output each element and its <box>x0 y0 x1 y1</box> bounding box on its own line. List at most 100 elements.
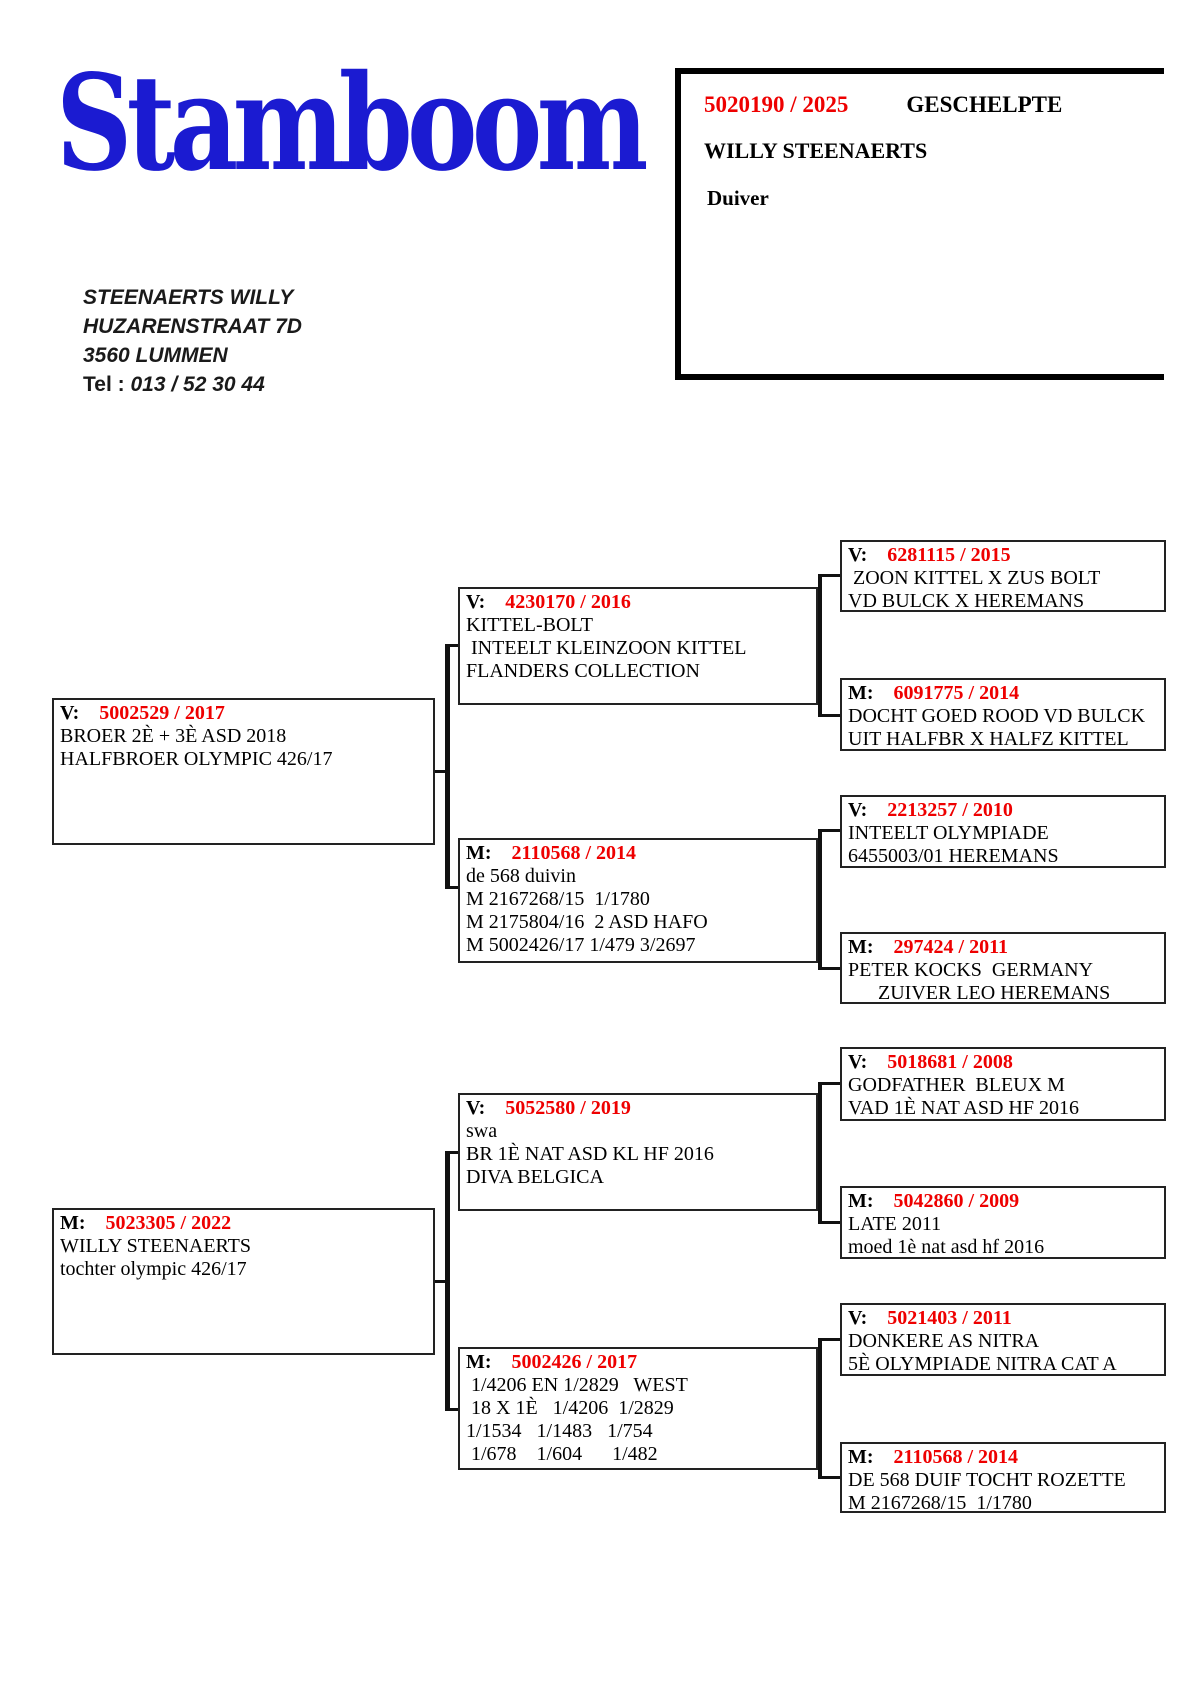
pedigree-text-line: 18 X 1È 1/4206 1/2829 <box>466 1397 674 1419</box>
pedigree-text-line: M 5002426/17 1/479 3/2697 <box>466 934 696 956</box>
parent-label: V: <box>848 799 868 821</box>
parent-label: M: <box>848 1446 874 1468</box>
pedigree-text-line: GODFATHER BLEUX M <box>848 1074 1065 1096</box>
ring-number: 297424 / 2011 <box>893 936 1008 958</box>
pedigree-text-line: PETER KOCKS GERMANY <box>848 959 1094 981</box>
parent-label: M: <box>466 842 492 864</box>
connector-line <box>818 829 840 832</box>
ring-number: 5052580 / 2019 <box>505 1097 631 1119</box>
pedigree-box-header: V: 5021403 / 2011 <box>848 1307 1158 1330</box>
ring-number: 2110568 / 2014 <box>893 1446 1018 1468</box>
ring-number: 6091775 / 2014 <box>893 682 1020 704</box>
parent-label: M: <box>848 936 874 958</box>
connector-line <box>818 1082 822 1224</box>
pedigree-text-line: swa <box>466 1120 498 1142</box>
connector-line <box>818 1338 840 1341</box>
ring-number: 5042860 / 2009 <box>893 1190 1020 1212</box>
pedigree-box-header: V: 5052580 / 2019 <box>466 1097 810 1120</box>
pedigree-box-header: V:4230170 / 2016 <box>466 591 810 614</box>
ring-number: 5021403 / 2011 <box>887 1307 1012 1329</box>
pedigree-text-line: M 2167268/15 1/1780 <box>466 888 650 910</box>
pedigree-box-header: V:2213257 / 2010 <box>848 799 1158 822</box>
pedigree-box-header: M: 2110568 / 2014 <box>466 842 810 865</box>
parent-label: M: <box>848 682 874 704</box>
pedigree-box-header: M: 297424 / 2011 <box>848 936 1158 959</box>
ring-number: 5018681 / 2008 <box>887 1051 1013 1073</box>
parent-label: M: <box>60 1212 86 1234</box>
connector-line <box>818 967 840 970</box>
pedigree-text-line: WILLY STEENAERTS <box>60 1235 252 1257</box>
pedigree-box-header: V: 5018681 / 2008 <box>848 1051 1158 1074</box>
ring-number: 2110568 / 2014 <box>511 842 636 864</box>
pedigree-box-header: M: 5002426 / 2017 <box>466 1351 810 1374</box>
connector-line <box>445 644 450 889</box>
pedigree-text-line: FLANDERS COLLECTION <box>466 660 700 682</box>
connector-line <box>445 1151 450 1411</box>
pedigree-text-line: ZUIVER LEO HEREMANS <box>848 982 1111 1004</box>
pedigree-text-line: LATE 2011 <box>848 1213 942 1235</box>
ring-number: 5023305 / 2022 <box>105 1212 232 1234</box>
pedigree-text-line: DONKERE AS NITRA <box>848 1330 1040 1352</box>
connector-line <box>818 829 822 970</box>
parent-label: V: <box>848 1051 868 1073</box>
pedigree-text-line: 1/678 1/604 1/482 <box>466 1443 658 1465</box>
ring-number: 5002426 / 2017 <box>511 1351 638 1373</box>
pedigree-text-line: BR 1È NAT ASD KL HF 2016 <box>466 1143 714 1165</box>
pedigree-box-header: M: 5042860 / 2009 <box>848 1190 1158 1213</box>
parent-label: M: <box>848 1190 874 1212</box>
pedigree-text-line: 1/1534 1/1483 1/754 <box>466 1420 653 1442</box>
connector-line <box>435 770 450 773</box>
pedigree-box-header: V: 6281115 / 2015 <box>848 544 1158 567</box>
pedigree-text-line: DOCHT GOED ROOD VD BULCK <box>848 705 1146 727</box>
connector-line <box>818 574 840 577</box>
connector-line <box>818 714 840 717</box>
parent-label: M: <box>466 1351 492 1373</box>
pedigree-text-line: HALFBROER OLYMPIC 426/17 <box>60 748 333 770</box>
pedigree-text-line: ZOON KITTEL X ZUS BOLT <box>848 567 1101 589</box>
parent-label: V: <box>848 544 868 566</box>
stamboom-logo: Stamboom <box>56 46 648 201</box>
owner-city: 3560 LUMMEN <box>83 344 228 367</box>
pedigree-text-line: INTEELT KLEINZOON KITTEL <box>466 637 747 659</box>
connector-line <box>818 574 822 717</box>
pedigree-box-g2m2: M:5002426 / 2017 1/4206 EN 1/2829 WEST 1… <box>458 1347 818 1470</box>
connector-line <box>818 1338 822 1479</box>
pedigree-text-line: tochter olympic 426/17 <box>60 1258 247 1280</box>
pedigree-text-line: KITTEL-BOLT <box>466 614 594 636</box>
phone-number: 013 / 52 30 44 <box>130 373 265 396</box>
parent-label: V: <box>848 1307 868 1329</box>
pedigree-box-header: M: 6091775 / 2014 <box>848 682 1158 705</box>
connector-line <box>818 1082 840 1085</box>
bird-fancier-name: WILLY STEENAERTS <box>704 138 928 163</box>
connector-line <box>818 1476 840 1479</box>
connector-line <box>445 886 458 889</box>
owner-address-block: STEENAERTS WILLY HUZARENSTRAAT 7D 3560 L… <box>83 283 302 399</box>
pedigree-text-line: 6455003/01 HEREMANS <box>848 845 1059 867</box>
pedigree-box-header: M: 2110568 / 2014 <box>848 1446 1158 1469</box>
pedigree-text-line: de 568 duivin <box>466 865 576 887</box>
parent-label: V: <box>466 1097 486 1119</box>
pedigree-text-line: M 2175804/16 2 ASD HAFO <box>466 911 708 933</box>
parent-label: V: <box>466 591 486 613</box>
pedigree-text-line: M 2167268/15 1/1780 <box>848 1492 1032 1514</box>
connector-line <box>435 1280 450 1283</box>
pedigree-text-line: 5È OLYMPIADE NITRA CAT A <box>848 1353 1117 1375</box>
pedigree-text-line: UIT HALFBR X HALFZ KITTEL <box>848 728 1129 750</box>
ring-number: 6281115 / 2015 <box>887 544 1011 566</box>
pedigree-box-header: M: 5023305 / 2022 <box>60 1212 427 1235</box>
ring-number: 5002529 / 2017 <box>99 702 225 724</box>
